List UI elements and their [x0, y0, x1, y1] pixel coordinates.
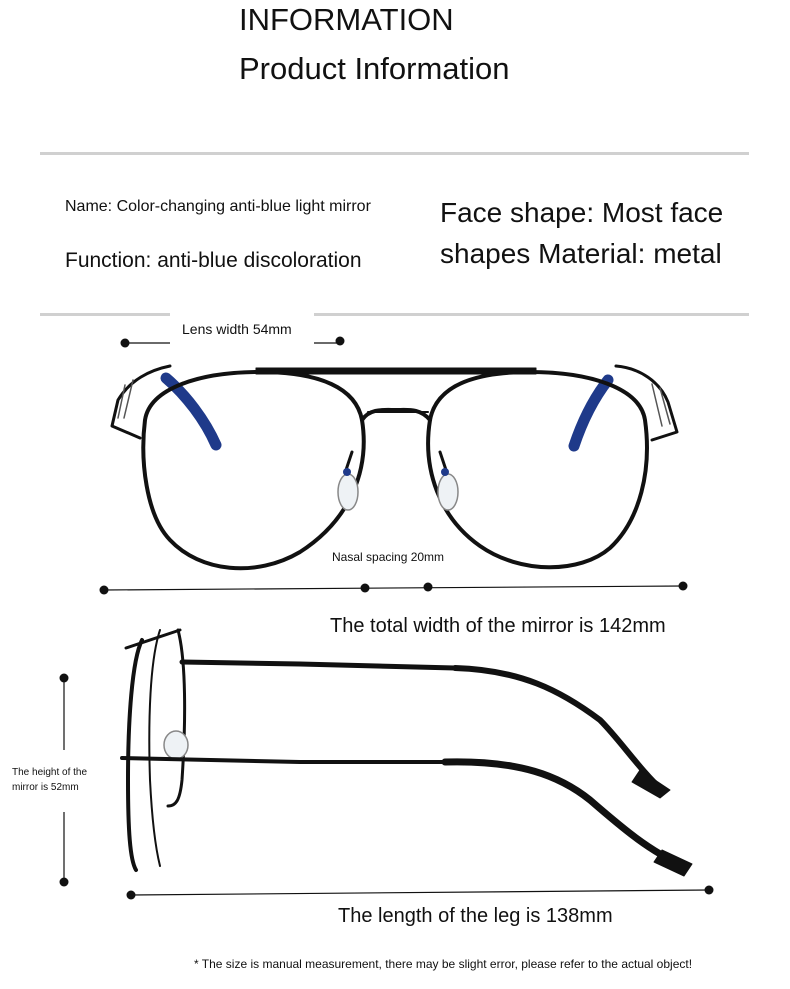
- height-label: The height of the mirror is 52mm: [12, 767, 88, 793]
- side-view-glasses: [120, 628, 693, 877]
- spec-function: Function: anti-blue discoloration: [65, 249, 362, 272]
- nasal-spacing-label: Nasal spacing 20mm: [332, 550, 445, 564]
- spec-name: Name: Color-changing anti-blue light mir…: [65, 198, 371, 215]
- label-mask: [170, 308, 314, 344]
- divider-top: [40, 152, 749, 155]
- page-title: Product Information: [239, 51, 510, 86]
- header-title-en: INFORMATION: [239, 2, 454, 37]
- leg-length-dimension: [126, 885, 714, 900]
- lens-width-dimension: [120, 336, 345, 348]
- total-width-dimension: [99, 581, 688, 595]
- footnote: * The size is manual measurement, there …: [194, 957, 693, 971]
- height-dimension: [59, 673, 69, 887]
- spec-face-material: Face shape: Most face shapes Material: m…: [440, 197, 724, 269]
- total-width-label: The total width of the mirror is 142mm: [330, 615, 666, 637]
- divider-bottom: [40, 313, 749, 316]
- lens-width-label: Lens width 54mm: [182, 321, 292, 337]
- leg-length-label: The length of the leg is 138mm: [338, 905, 613, 927]
- front-view-glasses: [110, 364, 679, 571]
